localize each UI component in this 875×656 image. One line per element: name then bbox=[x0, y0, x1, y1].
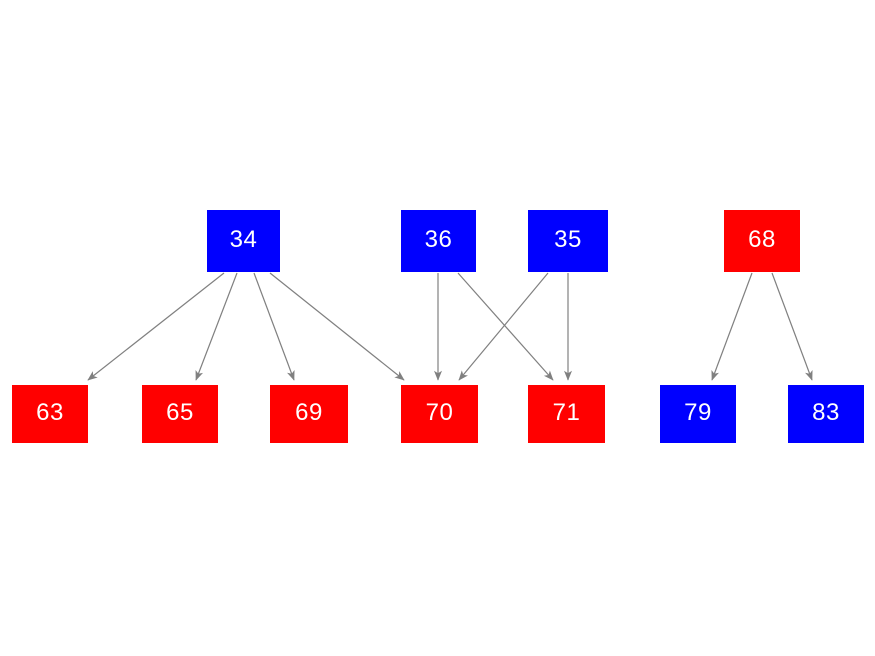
graph-node-label: 35 bbox=[554, 226, 582, 253]
graph-node-71[interactable]: 71 bbox=[528, 385, 605, 443]
graph-node-label: 36 bbox=[424, 226, 453, 253]
graph-edge-68-to-79 bbox=[711, 272, 753, 381]
graph-node-label: 69 bbox=[295, 399, 323, 426]
graph-node-label: 63 bbox=[36, 399, 64, 426]
graph-edge-34-to-63 bbox=[87, 272, 225, 381]
graph-node-label: 71 bbox=[552, 399, 581, 426]
graph-edge-34-to-65 bbox=[195, 272, 238, 381]
graph-edge-34-to-69 bbox=[253, 272, 295, 381]
edge-group bbox=[87, 272, 813, 381]
graph-node-83[interactable]: 83 bbox=[788, 385, 864, 443]
graph-node-34[interactable]: 34 bbox=[207, 210, 280, 272]
graph-node-label: 34 bbox=[229, 226, 258, 253]
graph-node-36[interactable]: 36 bbox=[401, 210, 476, 272]
graph-node-label: 70 bbox=[425, 399, 454, 426]
graph-node-label: 68 bbox=[748, 226, 776, 253]
graph-node-35[interactable]: 35 bbox=[528, 210, 608, 272]
graph-node-label: 79 bbox=[684, 399, 712, 426]
graph-node-69[interactable]: 69 bbox=[270, 385, 348, 443]
graph-edge-35-to-70 bbox=[458, 272, 549, 381]
graph-edge-34-to-70 bbox=[269, 272, 405, 381]
graph-node-63[interactable]: 63 bbox=[12, 385, 88, 443]
graph-node-65[interactable]: 65 bbox=[142, 385, 218, 443]
graph-edge-68-to-83 bbox=[771, 272, 813, 381]
graph-node-68[interactable]: 68 bbox=[724, 210, 800, 272]
graph-node-70[interactable]: 70 bbox=[401, 385, 478, 443]
graph-node-label: 83 bbox=[812, 399, 840, 426]
graph-node-79[interactable]: 79 bbox=[660, 385, 736, 443]
graph-edge-36-to-71 bbox=[457, 272, 554, 381]
graph-node-label: 65 bbox=[166, 399, 194, 426]
